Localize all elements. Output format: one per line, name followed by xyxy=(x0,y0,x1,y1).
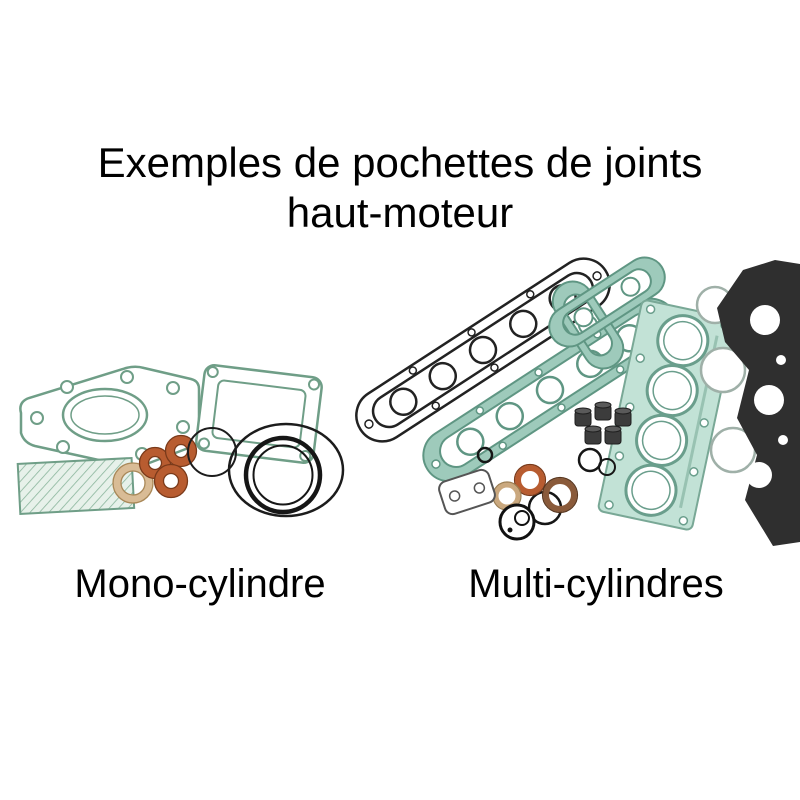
cam-cover-gasket-outlined xyxy=(355,257,611,443)
valve-stem-seals xyxy=(574,401,632,445)
caption-row: Mono-cylindre Multi-cylindres xyxy=(0,556,800,612)
dark-cover-gasket xyxy=(717,260,800,546)
oil-seal xyxy=(498,503,536,541)
beige-washer xyxy=(112,462,154,504)
mono-cylinder-gasket-illustration xyxy=(16,364,345,518)
gasket-strip xyxy=(548,256,666,348)
small-plate-gasket xyxy=(438,468,496,516)
title-line-2: haut-moteur xyxy=(286,188,514,236)
label-mono-cylindre: Mono-cylindre xyxy=(74,562,326,606)
page-title: Exemples de pochettes de joints haut-mot… xyxy=(0,138,800,237)
head-gasket xyxy=(597,299,737,531)
multi-cylinder-gasket-illustration xyxy=(355,256,800,546)
o-rings xyxy=(187,422,345,518)
title-line-1: Exemples de pochettes de joints xyxy=(97,139,703,186)
washer-cluster xyxy=(492,463,579,514)
paper-gasket xyxy=(16,456,136,515)
label-multi-cylindres: Multi-cylindres xyxy=(468,562,724,606)
